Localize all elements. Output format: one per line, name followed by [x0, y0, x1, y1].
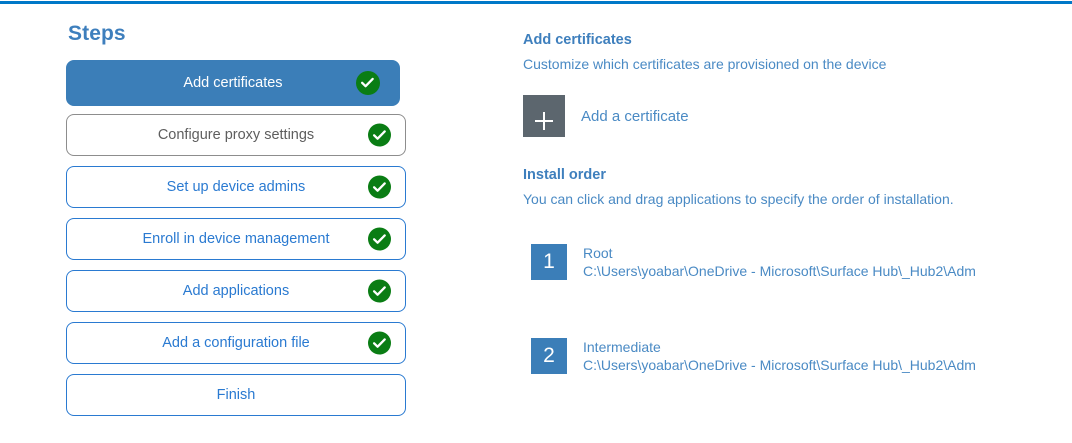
step-item-enroll-in-device-management[interactable]: Enroll in device management — [66, 218, 406, 260]
section-description-install-order: You can click and drag applications to s… — [523, 191, 954, 207]
page-title: Steps — [68, 22, 126, 45]
install-order-item[interactable]: 2 Intermediate C:\Users\yoabar\OneDrive … — [523, 338, 1043, 374]
certificate-name: Intermediate — [583, 339, 661, 355]
check-icon — [368, 279, 391, 303]
step-label: Configure proxy settings — [157, 127, 315, 143]
check-icon — [356, 71, 380, 95]
install-order-item-text: Intermediate C:\Users\yoabar\OneDrive - … — [583, 338, 976, 374]
add-a-certificate-button[interactable]: Add a certificate — [523, 95, 753, 137]
check-icon — [368, 123, 391, 147]
steps-panel: Steps Add certificates Configure proxy s… — [66, 22, 406, 426]
step-item-finish[interactable]: Finish — [66, 374, 406, 416]
step-label: Enroll in device management — [142, 231, 330, 247]
install-order-item[interactable]: 1 Root C:\Users\yoabar\OneDrive - Micros… — [523, 244, 1043, 280]
step-label: Add a configuration file — [162, 335, 310, 351]
top-accent-rule — [0, 1, 1072, 4]
step-label: Finish — [216, 387, 256, 403]
section-heading-install-order: Install order — [523, 167, 606, 183]
step-item-set-up-device-admins[interactable]: Set up device admins — [66, 166, 406, 208]
check-icon — [368, 175, 391, 199]
install-order-section: Install order You can click and drag app… — [523, 166, 1043, 374]
plus-icon — [523, 95, 565, 137]
order-number-badge: 2 — [531, 338, 567, 374]
step-label: Add applications — [182, 283, 290, 299]
step-item-add-certificates[interactable]: Add certificates — [66, 60, 400, 106]
step-item-configure-proxy-settings[interactable]: Configure proxy settings — [66, 114, 406, 156]
detail-panel: Add certificates Customize which certifi… — [523, 31, 1043, 374]
add-certificates-section: Add certificates Customize which certifi… — [523, 31, 1043, 137]
step-item-add-a-configuration-file[interactable]: Add a configuration file — [66, 322, 406, 364]
step-label: Set up device admins — [166, 179, 306, 195]
order-number-badge: 1 — [531, 244, 567, 280]
install-order-list: 1 Root C:\Users\yoabar\OneDrive - Micros… — [523, 244, 1043, 374]
certificate-path: C:\Users\yoabar\OneDrive - Microsoft\Sur… — [583, 263, 976, 279]
certificate-path: C:\Users\yoabar\OneDrive - Microsoft\Sur… — [583, 357, 976, 373]
certificate-name: Root — [583, 245, 613, 261]
check-icon — [368, 331, 391, 355]
check-icon — [368, 227, 391, 251]
step-item-add-applications[interactable]: Add applications — [66, 270, 406, 312]
step-label: Add certificates — [183, 75, 283, 91]
section-heading-add-certificates: Add certificates — [523, 32, 632, 48]
add-a-certificate-label: Add a certificate — [581, 107, 689, 125]
section-description-add-certificates: Customize which certificates are provisi… — [523, 56, 887, 72]
install-order-item-text: Root C:\Users\yoabar\OneDrive - Microsof… — [583, 244, 976, 280]
